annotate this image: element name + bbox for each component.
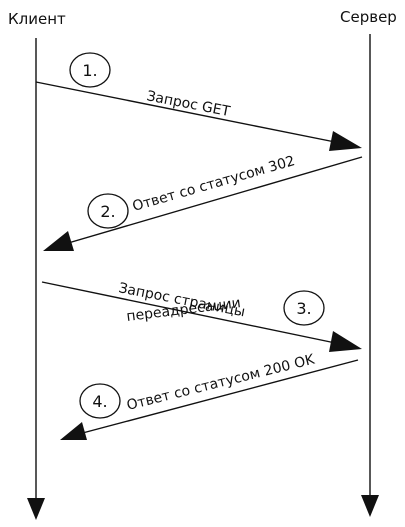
message-1-arrow-line: [35, 81, 346, 145]
step-2-circle: [87, 193, 129, 229]
step-4-circle: [79, 383, 121, 419]
step-3-number: 3.: [296, 299, 311, 318]
server-lifeline-arrowhead: [361, 495, 379, 517]
step-4-number: 4.: [92, 392, 107, 411]
message-4-arrow-line: [74, 359, 359, 436]
server-label: Сервер: [340, 8, 397, 26]
step-3-circle: [283, 290, 325, 326]
message-2-arrow-line: [57, 156, 363, 247]
message-3-arrow-line: [41, 281, 346, 346]
message-2-arrowhead: [43, 231, 74, 251]
message-4-arrowhead: [60, 422, 87, 440]
client-lifeline-arrowhead: [27, 498, 45, 520]
step-1-number: 1.: [82, 61, 97, 80]
message-1-arrowhead: [329, 131, 362, 151]
message-4-label: Ответ со статусом 200 OK: [125, 351, 317, 413]
client-label: Клиент: [8, 10, 66, 28]
message-1-label: Запрос GET: [145, 88, 231, 120]
step-2-number: 2.: [100, 202, 115, 221]
message-3-arrowhead: [329, 331, 362, 352]
step-1-circle: [69, 52, 111, 88]
